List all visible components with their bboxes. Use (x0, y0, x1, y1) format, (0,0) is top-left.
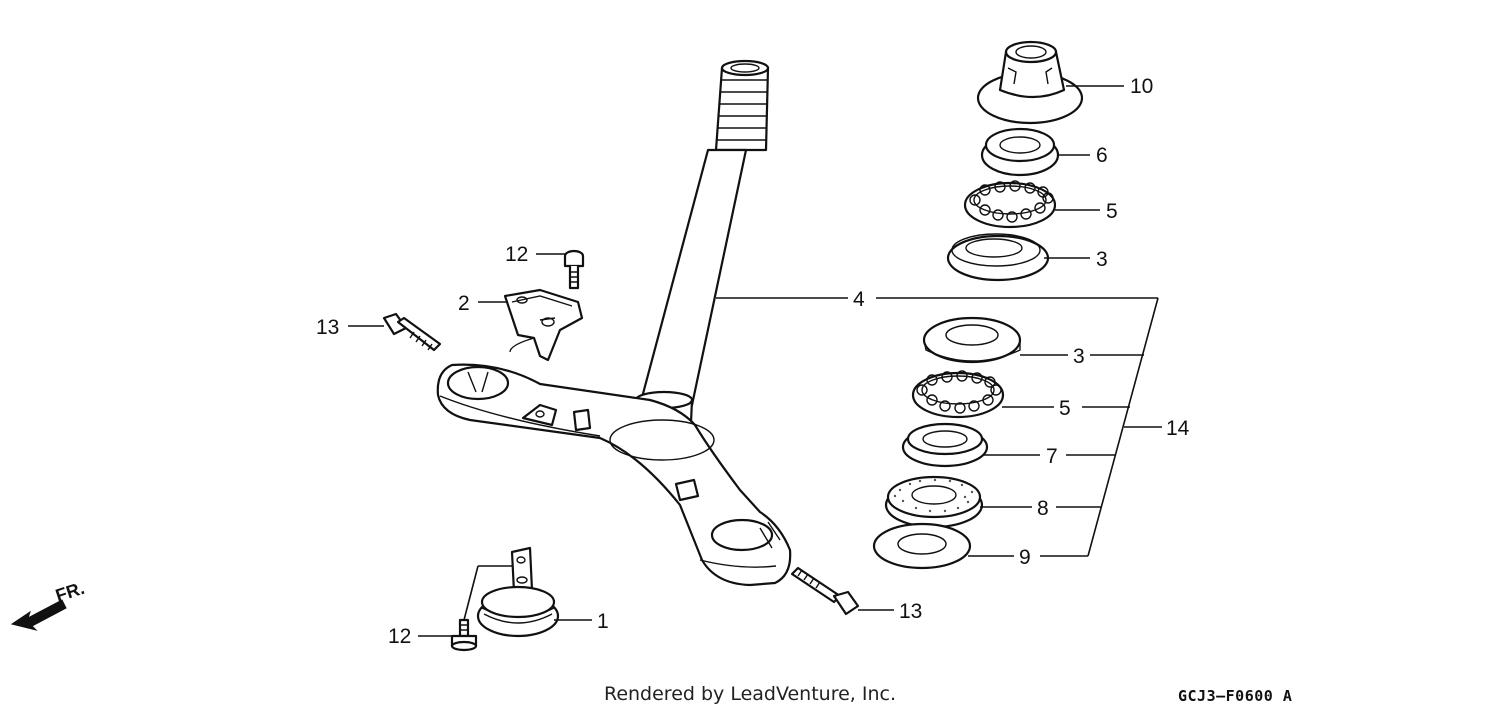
callout-8: 8 (1037, 497, 1049, 520)
callout-1: 1 (597, 610, 609, 633)
steering-lock-part-1 (476, 546, 560, 638)
ball-bearing-upper-part-5 (963, 180, 1057, 229)
callout-12-upper: 12 (505, 243, 528, 266)
bolt-lower-part-12 (450, 618, 478, 652)
callout-5-upper: 5 (1106, 200, 1118, 223)
callout-3-lower: 3 (1073, 345, 1085, 368)
callout-2: 2 (458, 292, 470, 315)
washer-part-8 (884, 475, 984, 529)
bolt-right-part-13 (790, 566, 860, 616)
callout-6: 6 (1096, 144, 1108, 167)
dust-seal-part-7 (901, 422, 989, 468)
bolt-left-part-13 (382, 312, 442, 352)
footer-credit: Rendered by LeadVenture, Inc. (603, 683, 897, 705)
bearing-race-upper-part-3 (946, 233, 1050, 282)
diagram-code-main: GCJ3–F0600 (1178, 687, 1274, 705)
bracket-part-2 (503, 288, 584, 362)
callout-4: 4 (853, 288, 865, 311)
callout-10: 10 (1130, 75, 1153, 98)
bolt-upper-part-12 (563, 249, 585, 290)
callout-5-lower: 5 (1059, 397, 1071, 420)
bearing-race-lower-part-3 (922, 316, 1022, 364)
front-direction-arrow-icon: FR. (10, 578, 87, 631)
callout-9: 9 (1019, 546, 1031, 569)
steering-lower-bracket (436, 363, 792, 587)
diagram-code-suffix: A (1282, 687, 1293, 705)
front-direction-label: FR. (53, 578, 87, 606)
ball-bearing-lower-part-5 (911, 370, 1005, 419)
callout-12-lower: 12 (388, 625, 411, 648)
callout-7: 7 (1046, 445, 1058, 468)
steering-stem-nut-part-10 (976, 40, 1084, 125)
callout-3-upper: 3 (1096, 248, 1108, 271)
callout-14: 14 (1166, 417, 1190, 440)
diagram-code: GCJ3–F0600 A (1178, 687, 1292, 705)
steering-stem-part-4 (630, 59, 770, 447)
washer-part-9 (872, 522, 972, 570)
leader-lines (348, 85, 1162, 637)
dust-seal-part-6 (980, 127, 1060, 177)
callout-13-left: 13 (316, 316, 339, 339)
callout-13-right: 13 (899, 600, 922, 623)
